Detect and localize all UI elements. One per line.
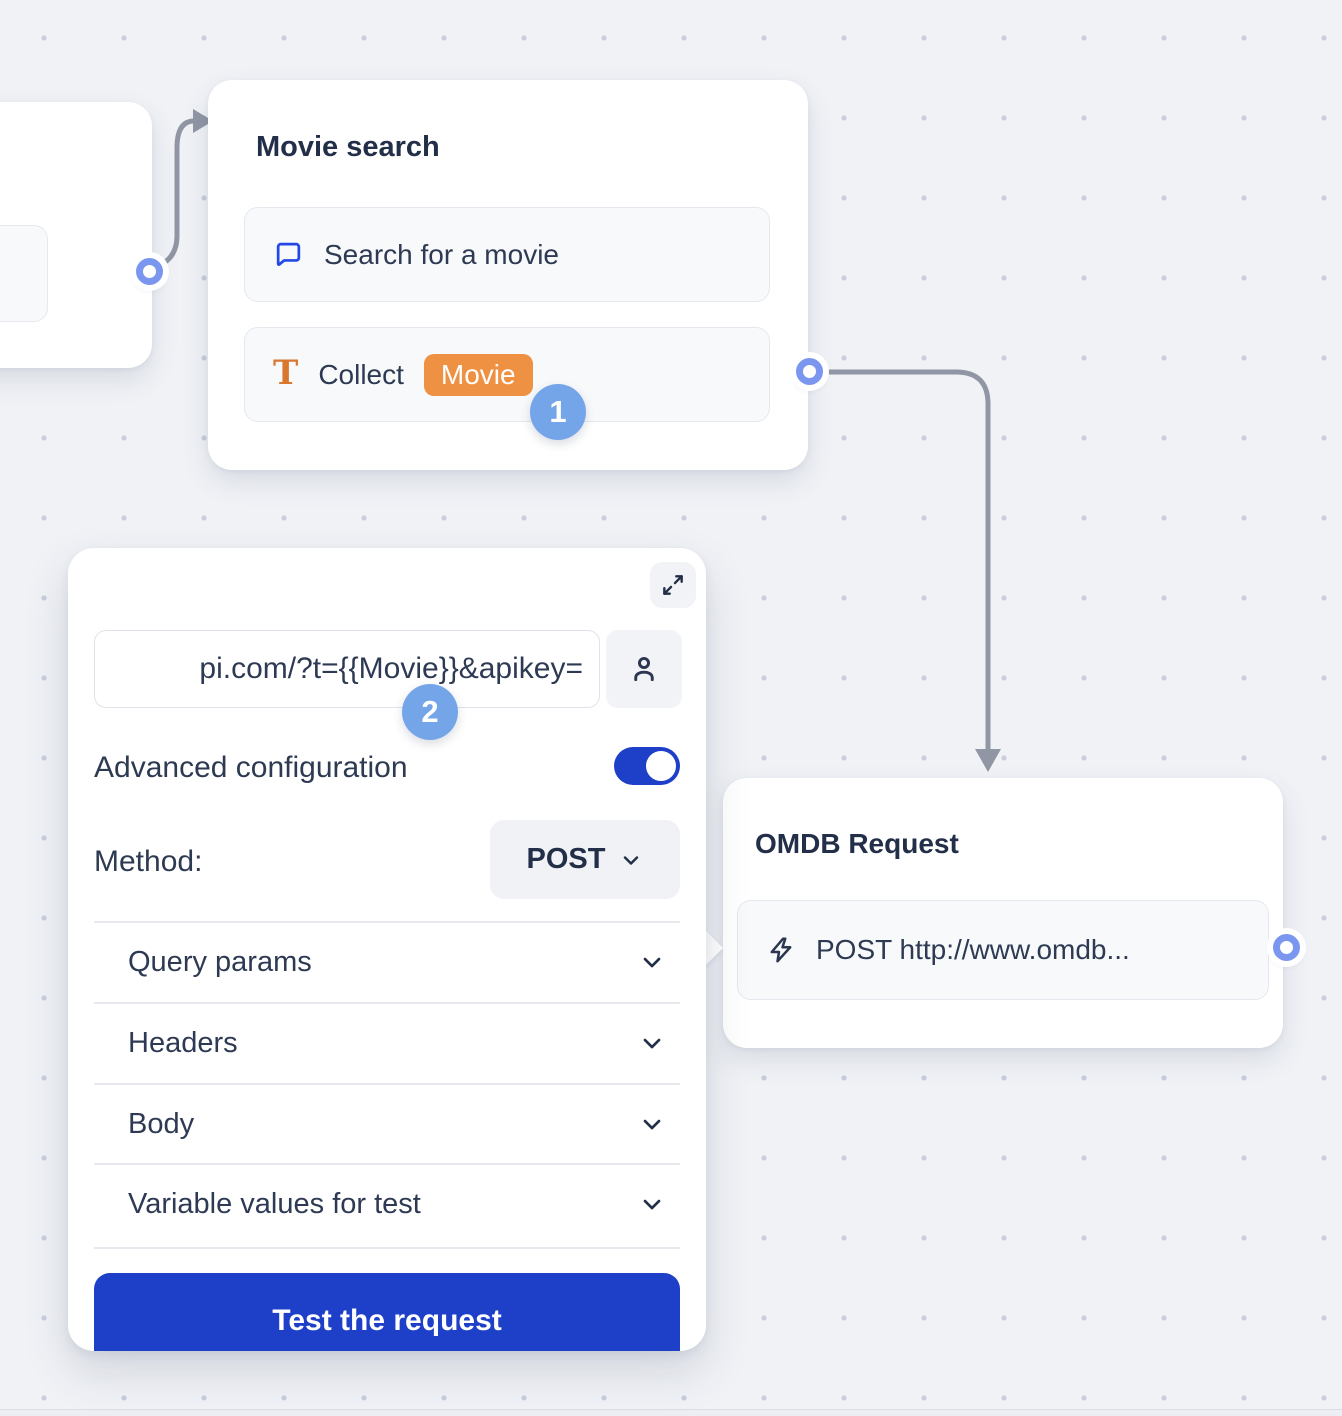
divider xyxy=(94,921,680,923)
text-T-icon: T xyxy=(273,353,299,393)
expand-button[interactable] xyxy=(650,562,696,608)
step-badge-2: 2 xyxy=(402,684,458,740)
chevron-down-icon xyxy=(643,1038,661,1049)
connector-left-to-movie xyxy=(155,118,197,269)
chevron-down-icon xyxy=(624,855,639,865)
question-block-row[interactable]: Search for a movie xyxy=(244,207,770,302)
lightning-icon xyxy=(770,937,792,963)
canvas-bottom-edge xyxy=(0,1409,1342,1416)
advanced-configuration-toggle[interactable] xyxy=(614,747,680,785)
section-headers[interactable]: Headers xyxy=(94,1004,680,1082)
omdb-request-node[interactable]: OMDB Request POST http://www.omdb... xyxy=(723,778,1283,1048)
chevron-down-icon xyxy=(643,1119,661,1130)
node-title: OMDB Request xyxy=(755,828,959,859)
section-label: Query params xyxy=(128,945,312,978)
webhook-config-panel[interactable]: pi.com/?t={{Movie}}&apikey= 2 Advanced c… xyxy=(68,548,706,1351)
output-port-omdb-node[interactable] xyxy=(1273,934,1300,961)
method-select[interactable]: POST xyxy=(490,820,680,899)
collect-block-label: Collect xyxy=(318,358,404,390)
section-label: Headers xyxy=(128,1026,238,1059)
toggle-knob xyxy=(646,751,676,781)
chevron-down-icon xyxy=(643,957,661,968)
section-body[interactable]: Body xyxy=(94,1085,680,1163)
connector-movie-to-omdb xyxy=(821,369,991,753)
variable-badge-movie[interactable]: Movie xyxy=(423,353,533,396)
method-value: POST xyxy=(526,843,606,875)
movie-search-node[interactable]: Movie search Search for a movie T Collec… xyxy=(208,80,808,470)
section-label: Variable values for test xyxy=(128,1187,421,1220)
divider xyxy=(94,1163,680,1165)
question-block-label: Search for a movie xyxy=(324,238,559,270)
partial-node-row[interactable] xyxy=(0,225,48,322)
divider xyxy=(94,1002,680,1004)
person-icon xyxy=(634,656,654,682)
test-request-button[interactable]: Test the request xyxy=(94,1273,680,1351)
insert-variable-button[interactable] xyxy=(606,630,682,708)
node-title: Movie search xyxy=(256,131,440,163)
output-port-movie-node[interactable] xyxy=(796,358,823,385)
chat-bubble-icon xyxy=(276,242,301,266)
advanced-configuration-label: Advanced configuration xyxy=(94,751,408,784)
step-badge-1: 1 xyxy=(530,384,586,440)
expand-icon xyxy=(663,575,683,595)
section-label: Body xyxy=(128,1107,195,1140)
section-query-params[interactable]: Query params xyxy=(94,923,680,1001)
output-port-left-node[interactable] xyxy=(136,258,163,285)
webhook-block-label: POST http://www.omdb... xyxy=(816,934,1130,965)
collect-block-row[interactable]: T Collect Movie xyxy=(244,327,770,422)
section-variable-values[interactable]: Variable values for test xyxy=(94,1165,680,1243)
method-label: Method: xyxy=(94,845,203,878)
divider xyxy=(94,1247,680,1249)
url-input-value: pi.com/?t={{Movie}}&apikey= xyxy=(199,652,583,685)
url-input[interactable]: pi.com/?t={{Movie}}&apikey= xyxy=(94,630,600,708)
arrowhead-down-icon xyxy=(975,749,1001,772)
webhook-block-row[interactable]: POST http://www.omdb... xyxy=(737,900,1269,1000)
partial-node-card[interactable] xyxy=(0,102,152,368)
chevron-down-icon xyxy=(643,1199,661,1210)
divider xyxy=(94,1083,680,1085)
